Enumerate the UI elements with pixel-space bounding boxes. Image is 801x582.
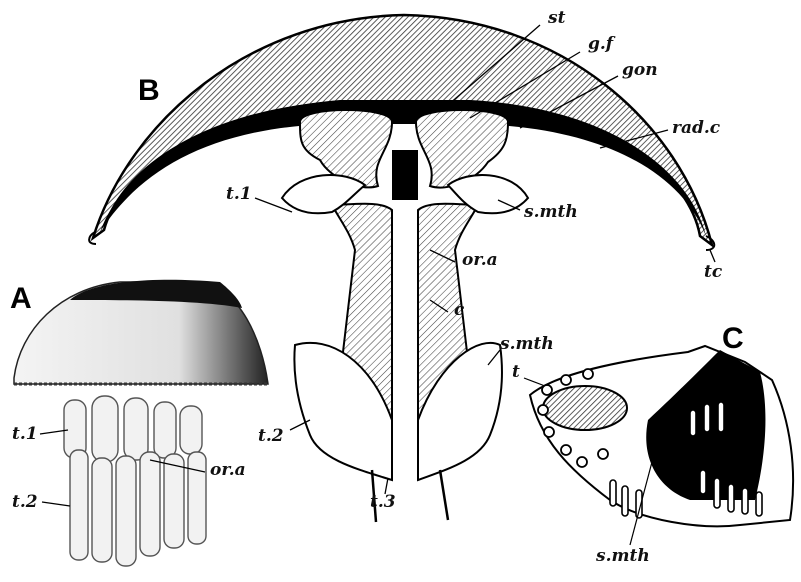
label-ora-b: or.a — [462, 252, 498, 269]
label-radc: rad.c — [672, 120, 720, 137]
label-t2-b: t.2 — [258, 428, 284, 445]
label-c: c — [454, 302, 464, 319]
panel-letter-c: C — [722, 324, 744, 354]
label-t1-a: t.1 — [12, 426, 38, 443]
filament-right — [440, 470, 448, 520]
label-st: st — [548, 10, 565, 27]
label-gon: gon — [622, 62, 658, 79]
label-smth-upper: s.mth — [524, 204, 578, 221]
panel-letter-a: A — [10, 284, 32, 314]
label-t2-a: t.2 — [12, 494, 38, 511]
label-t3: t.3 — [370, 494, 396, 511]
label-ora-a: or.a — [210, 462, 246, 479]
umbrella — [93, 15, 712, 245]
label-t-c: t — [512, 364, 520, 381]
label-smth-lower: s.mth — [500, 336, 554, 353]
whole-jellyfish-a — [14, 280, 268, 566]
label-tc: tc — [704, 264, 722, 281]
oral-arms-a — [64, 396, 206, 566]
gonad-mass — [543, 386, 627, 430]
panel-letter-b: B — [138, 76, 160, 106]
label-gf: g.f — [588, 36, 613, 53]
label-t1-b: t.1 — [226, 186, 252, 203]
manubrium — [392, 150, 418, 200]
label-smth-c: s.mth — [596, 548, 650, 565]
mouth-detail-c — [524, 346, 793, 545]
